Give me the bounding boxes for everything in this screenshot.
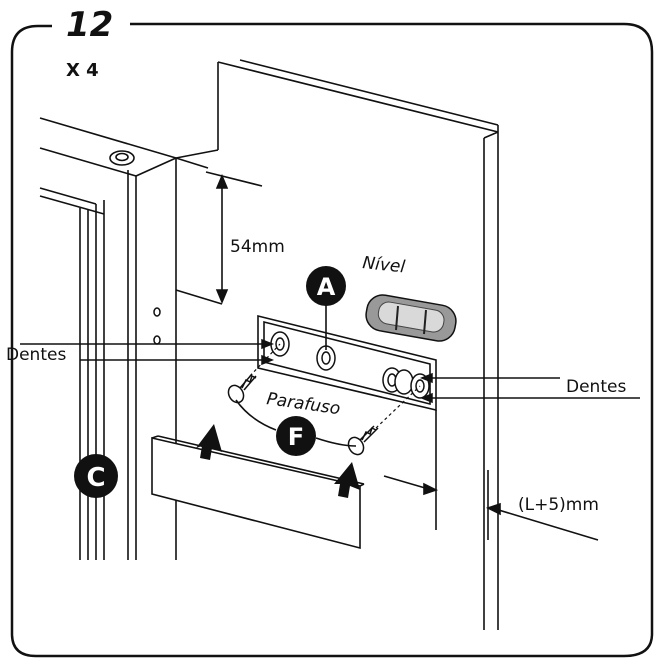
teeth-left-leaders (20, 338, 275, 366)
height-dimension-line (205, 171, 263, 305)
cabinet-frame (39, 117, 223, 560)
screw-label: Parafuso (265, 389, 341, 419)
level-tool-label: Nível (361, 253, 406, 277)
post-top-hole (109, 150, 135, 166)
offset-dimension-line (383, 410, 599, 541)
post-holes (153, 307, 161, 345)
callout-f-leaders (235, 399, 357, 447)
bracket-holes (270, 331, 430, 399)
callout-c-badge (74, 454, 118, 498)
callout-f-badge (276, 416, 316, 456)
screw-left (227, 373, 257, 404)
height-dimension-label: 54mm (230, 237, 285, 257)
push-arrows (196, 424, 360, 498)
step-frame (10, 22, 654, 658)
screw-guide-lines (249, 343, 421, 429)
door-panel (217, 59, 499, 630)
callout-a-badge (306, 266, 346, 306)
callout-c-letter: C (86, 463, 105, 493)
callout-a-letter: A (317, 273, 336, 301)
teeth-right-label: Dentes (566, 377, 626, 397)
screw-right (347, 425, 379, 456)
offset-dimension-label: (L+5)mm (518, 495, 599, 515)
teeth-left-label: Dentes (6, 345, 66, 365)
level-tool (365, 294, 457, 342)
step-quantity: X 4 (66, 60, 99, 81)
step-number: 12 (66, 5, 113, 45)
callout-f-letter: F (288, 423, 304, 451)
cover-panel (151, 435, 365, 550)
teeth-right-leaders (419, 372, 640, 404)
